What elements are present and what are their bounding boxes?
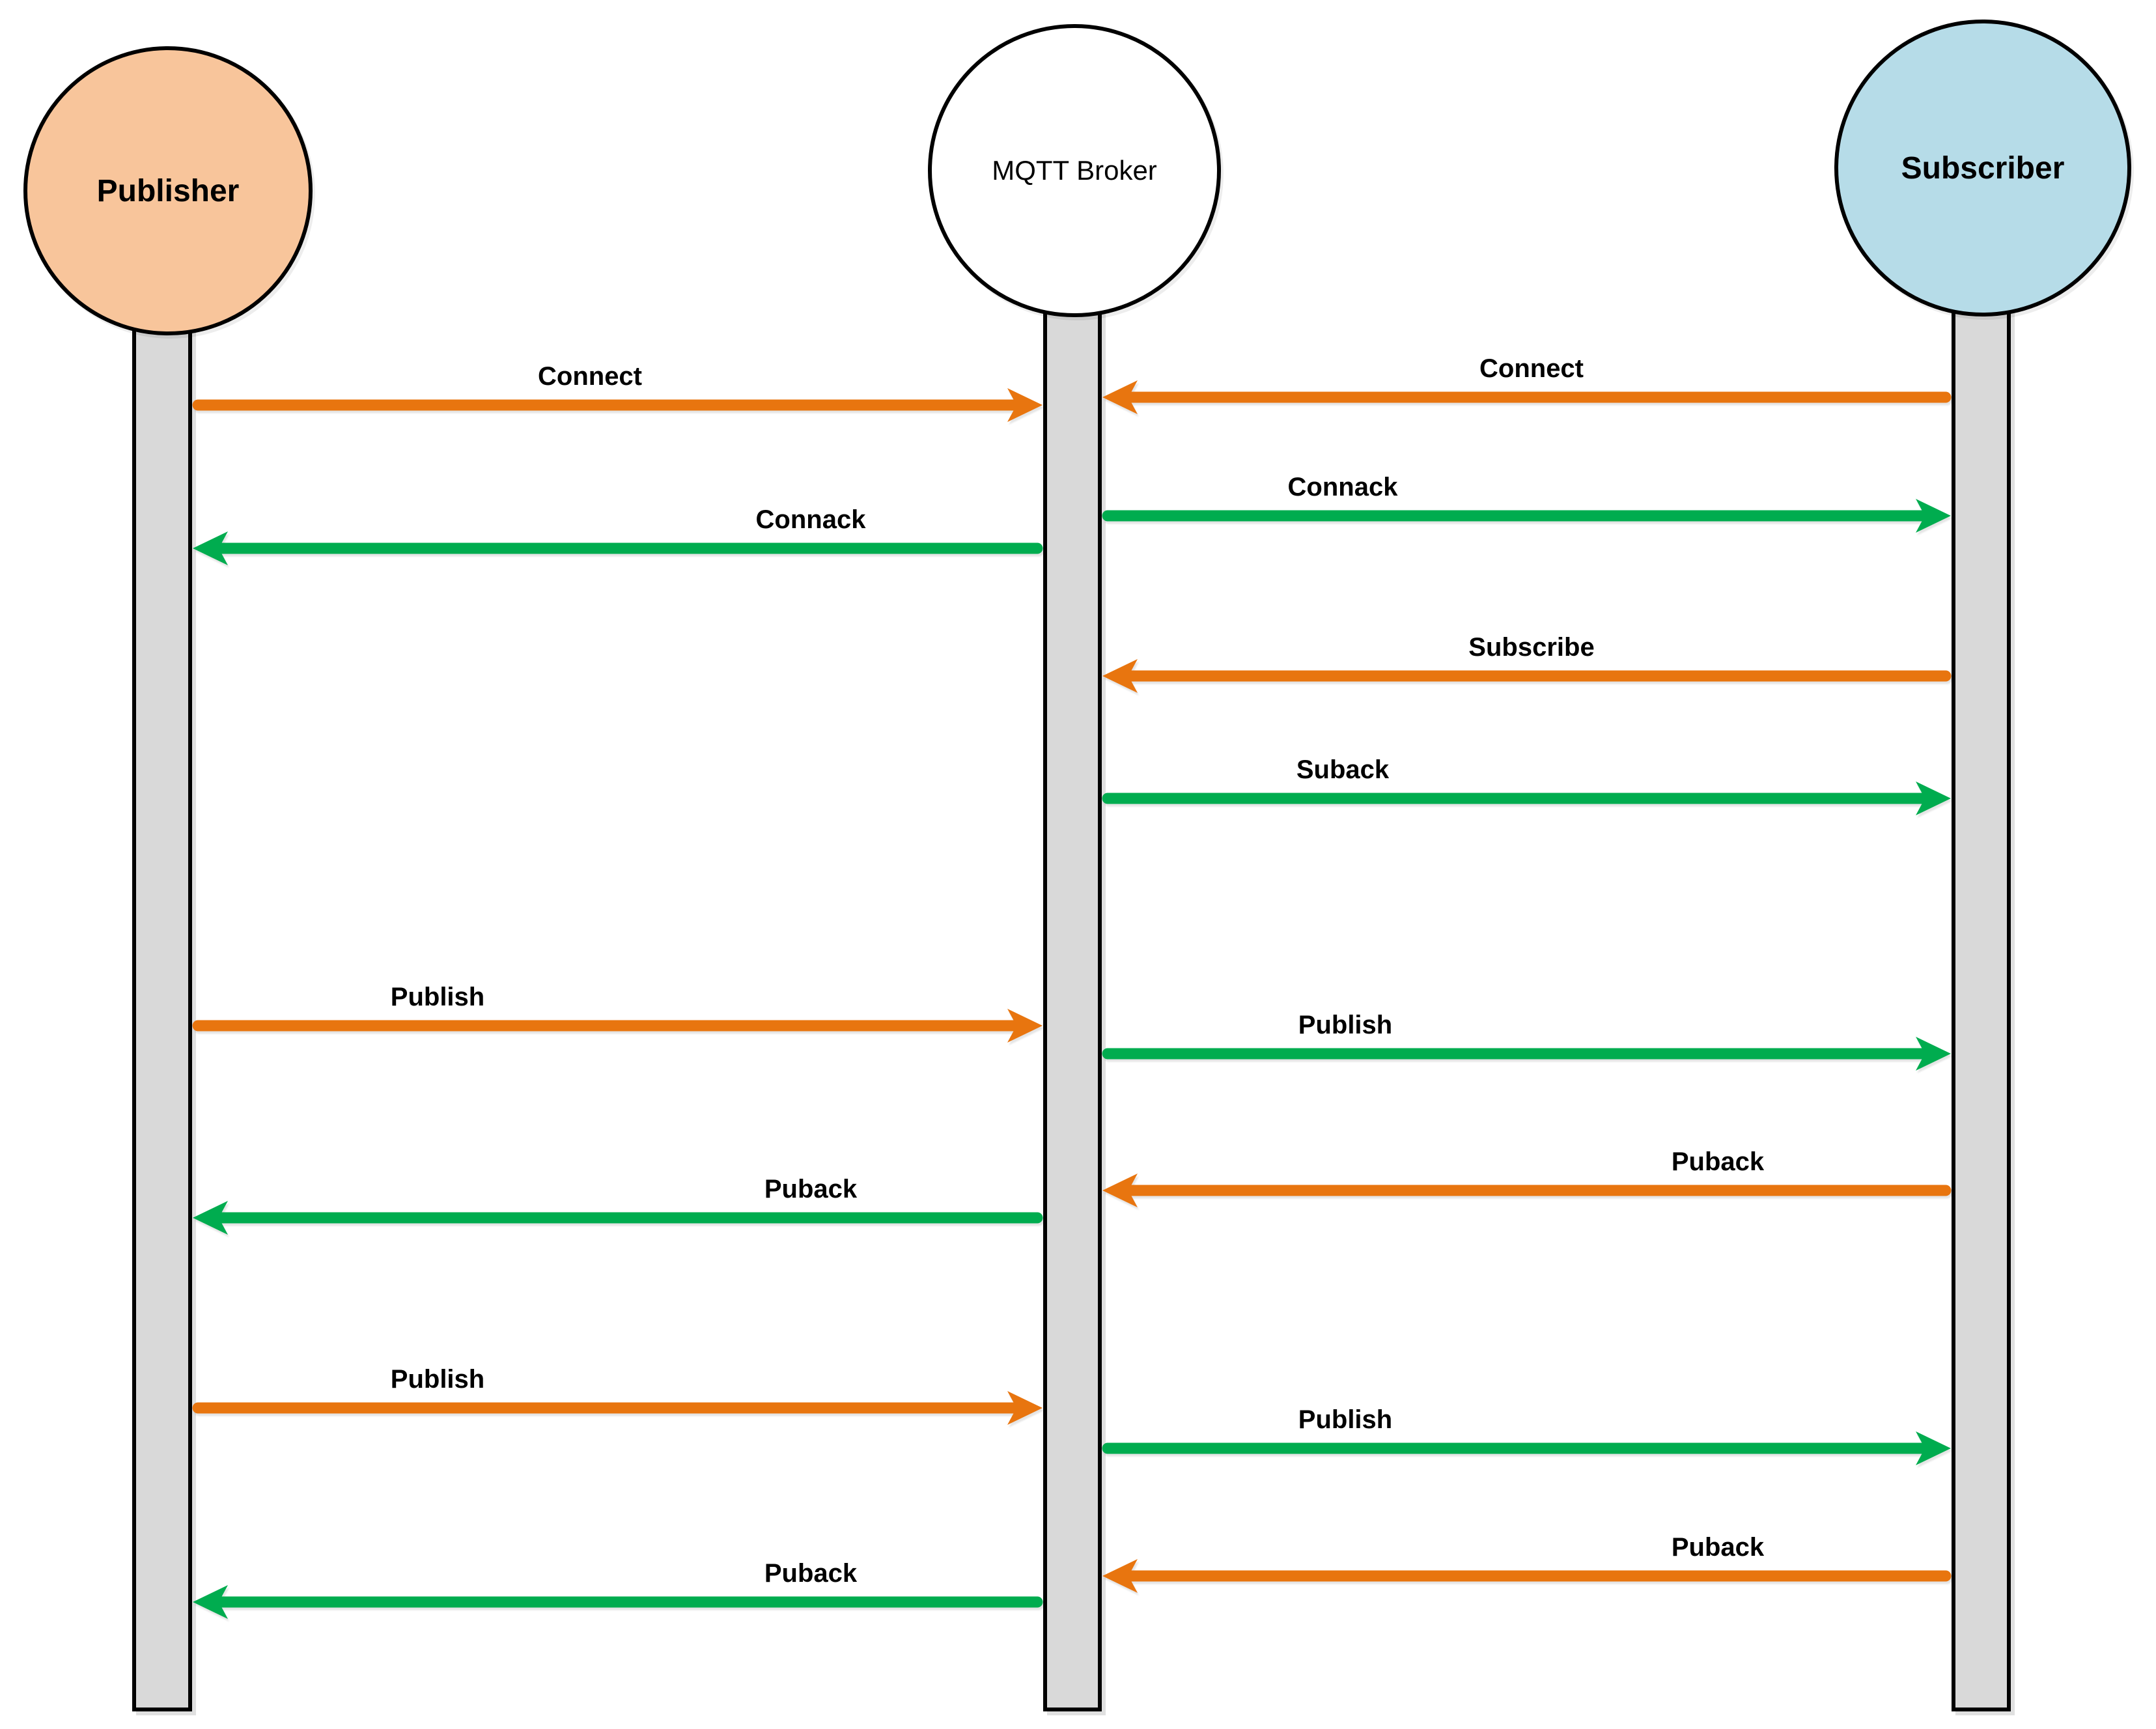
message-publish-left: Publish [192,983,1043,1065]
actor-label-publisher: Publisher [96,173,240,208]
message-label: Puback [764,1559,858,1588]
message-publish-right: Publish [1102,1405,1952,1487]
message-label: Publish [1298,1405,1393,1434]
message-suback-right: Suback [1102,755,1952,837]
arrow-right-icon [192,1391,1043,1425]
message-publish-left: Publish [192,1365,1043,1447]
message-label: Connack [1287,473,1398,501]
arrow-right-icon [1102,499,1951,533]
message-label: Connect [1479,354,1584,383]
message-connect-left: Connect [192,362,1043,444]
message-label: Publish [390,1365,485,1394]
message-label: Publish [1298,1011,1393,1039]
arrow-right-icon [1102,1037,1951,1071]
arrow-left-icon [193,531,1043,565]
message-label: Connack [755,505,866,534]
message-puback-right: Puback [1102,1147,1952,1230]
lifeline-publisher [132,191,192,1711]
message-subscribe-right: Subscribe [1102,633,1952,715]
message-puback-left: Puback [192,1175,1043,1257]
message-puback-right: Puback [1102,1533,1952,1615]
message-puback-left: Puback [192,1559,1043,1641]
message-label: Puback [1671,1533,1765,1562]
actor-label-subscriber: Subscriber [1901,150,2065,186]
arrow-left-icon [1102,1174,1952,1207]
arrow-right-icon [192,388,1043,422]
message-connect-right: Connect [1102,354,1952,436]
message-label: Puback [1671,1147,1765,1176]
message-label: Connect [538,362,642,391]
arrow-left-icon [1102,1559,1952,1593]
arrow-left-icon [193,1585,1043,1619]
actor-circle-publisher: Publisher [23,46,313,335]
message-label: Puback [764,1175,858,1203]
message-connack-left: Connack [192,505,1043,587]
lifeline-mqtt-broker [1043,171,1102,1711]
actor-circle-subscriber: Subscriber [1834,20,2131,316]
arrow-right-icon [192,1009,1043,1043]
arrow-right-icon [1102,1431,1951,1465]
message-label: Publish [390,983,485,1011]
message-publish-right: Publish [1102,1011,1952,1093]
arrow-left-icon [1102,659,1952,693]
message-connack-right: Connack [1102,473,1952,555]
message-label: Suback [1296,755,1390,784]
arrow-left-icon [193,1201,1043,1235]
message-label: Subscribe [1468,633,1595,662]
arrow-right-icon [1102,781,1951,815]
actor-label-mqtt-broker: MQTT Broker [992,155,1157,186]
lifeline-subscriber [1952,168,2011,1711]
arrow-left-icon [1102,380,1952,414]
actor-circle-mqtt-broker: MQTT Broker [928,24,1221,317]
